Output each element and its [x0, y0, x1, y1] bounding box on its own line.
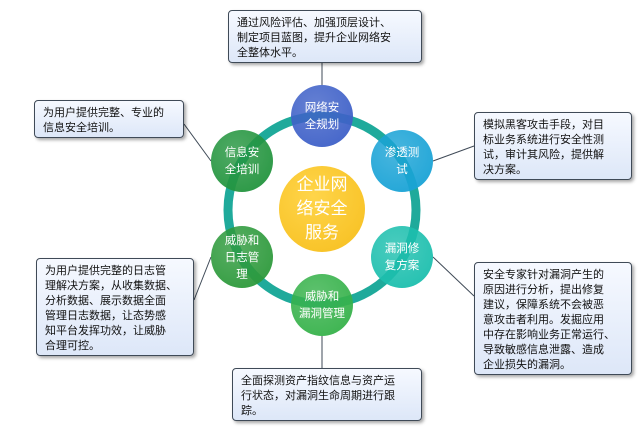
connector-line-logmgmt: [193, 256, 212, 301]
node-security-training: 信息安 全培训: [211, 130, 273, 192]
node-vuln-fix: 漏洞修 复方案: [371, 226, 433, 288]
connector-line-pentest: [432, 145, 475, 162]
node-vuln-management: 威胁和 漏洞管理: [291, 274, 353, 336]
desc-vulnfix: 安全专家针对漏洞产生的 原因进行分析，提出修复 建议，保障系统不会被恶 意攻击者…: [474, 262, 632, 375]
desc-pentest: 模拟黑客攻击手段，对目 标业务系统进行安全性测 试，审计其风险，提供解 决方案。: [474, 112, 632, 180]
node-network-planning: 网络安 全规划: [291, 85, 353, 147]
connector-line-training: [183, 123, 212, 162]
center-node: 企业网 络安全 服务: [279, 166, 365, 252]
desc-network: 通过风险评估、加强顶层设计、 制定项目蓝图，提升企业网络安 全整体水平。: [228, 10, 422, 63]
node-pentest: 渗透测 试: [371, 130, 433, 192]
node-log-management: 威胁和 日志管 理: [211, 226, 273, 288]
desc-training: 为用户提供完整、专业的 信息安全培训。: [34, 100, 184, 138]
desc-vulnmgmt: 全面探测资产指纹信息与资产运 行状态，对漏洞生命周期进行跟 踪。: [232, 368, 422, 421]
connector-line-vulnfix: [432, 256, 475, 297]
desc-logmgmt: 为用户提供完整的日志管 理解决方案，从收集数据、 分析数据、展示数据全面 管理日…: [36, 258, 194, 356]
